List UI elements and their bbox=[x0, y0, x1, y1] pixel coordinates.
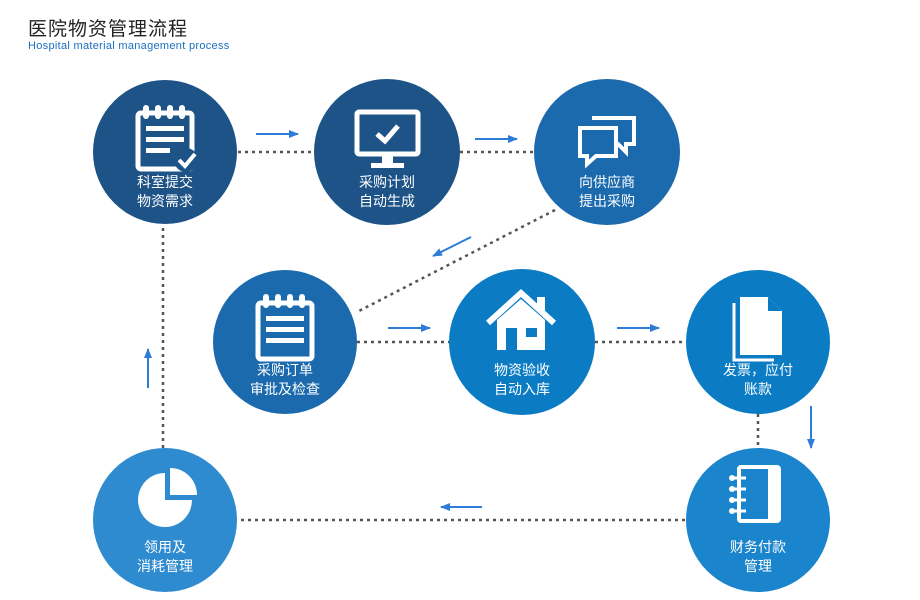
label-line1: 科室提交 bbox=[137, 175, 193, 191]
pie-chart-icon bbox=[138, 468, 197, 527]
node-consume-label: 领用及 消耗管理 bbox=[100, 539, 230, 577]
label-line2: 消耗管理 bbox=[137, 559, 193, 575]
label-line2: 管理 bbox=[744, 559, 772, 575]
node-invoice-pay-label: 发票，应付 账款 bbox=[693, 362, 823, 400]
node-finance-label: 财务付款 管理 bbox=[693, 539, 823, 577]
label-line1: 采购订单 bbox=[257, 363, 313, 379]
connector-3-4 bbox=[356, 208, 556, 314]
label-line2: 账款 bbox=[744, 382, 772, 398]
node-order-review-label: 采购订单 审批及检查 bbox=[220, 362, 350, 400]
label-line1: 财务付款 bbox=[730, 540, 786, 556]
monitor-check-icon bbox=[354, 109, 421, 168]
label-line2: 物资需求 bbox=[137, 194, 193, 210]
label-line1: 发票，应付 bbox=[723, 363, 793, 379]
label-line1: 采购计划 bbox=[359, 175, 415, 191]
chat-bubbles-icon bbox=[578, 116, 636, 169]
page-title: 医院物资管理流程 bbox=[28, 18, 189, 40]
label-line2: 自动生成 bbox=[359, 194, 415, 210]
node-purchase-plan-label: 采购计划 自动生成 bbox=[322, 174, 452, 212]
node-dept-request-label: 科室提交 物资需求 bbox=[100, 174, 230, 212]
house-icon bbox=[485, 288, 557, 350]
notepad-icon bbox=[255, 294, 315, 362]
page-subtitle: Hospital material management process bbox=[28, 40, 230, 52]
checklist-icon bbox=[135, 105, 198, 172]
label-line2: 审批及检查 bbox=[250, 382, 320, 398]
connector-lines bbox=[161, 150, 760, 522]
direction-arrows bbox=[144, 130, 815, 511]
notebook-icon bbox=[729, 465, 781, 523]
label-line2: 提出采购 bbox=[579, 194, 635, 210]
label-line2: 自动入库 bbox=[494, 382, 550, 398]
node-receive-stock-label: 物资验收 自动入库 bbox=[457, 362, 587, 400]
label-line1: 物资验收 bbox=[494, 363, 550, 379]
label-line1: 向供应商 bbox=[579, 175, 635, 191]
documents-icon bbox=[732, 297, 782, 362]
label-line1: 领用及 bbox=[144, 540, 186, 556]
node-supplier-label: 向供应商 提出采购 bbox=[542, 174, 672, 212]
arrow-down-left-icon bbox=[432, 236, 472, 257]
